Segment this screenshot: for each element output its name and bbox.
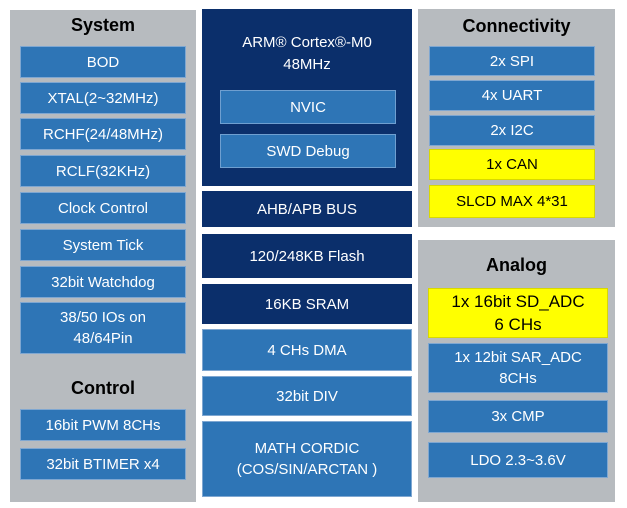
bus-block: AHB/APB BUS	[202, 191, 412, 227]
watchdog-block: 32bit Watchdog	[20, 266, 186, 298]
analog-panel: Analog 1x 16bit SD_ADC 6 CHs 1x 12bit SA…	[418, 240, 615, 502]
connectivity-panel: Connectivity 2x SPI 4x UART 2x I2C 1x CA…	[418, 9, 615, 227]
rchf-block: RCHF(24/48MHz)	[20, 118, 186, 150]
dma-block: 4 CHs DMA	[202, 329, 412, 371]
ldo-block: LDO 2.3~3.6V	[428, 442, 608, 478]
btimer-block: 32bit BTIMER x4	[20, 448, 186, 480]
rclf-block: RCLF(32KHz)	[20, 155, 186, 187]
ios-block: 38/50 IOs on 48/64Pin	[20, 302, 186, 354]
cordic-block: MATH CORDIC (COS/SIN/ARCTAN )	[202, 421, 412, 497]
i2c-block: 2x I2C	[429, 115, 595, 146]
cmp-block: 3x CMP	[428, 400, 608, 433]
core-title: ARM® Cortex®-M0 48MHz	[242, 34, 372, 73]
system-title: System	[70, 15, 136, 35]
div-block: 32bit DIV	[202, 376, 412, 416]
xtal-block: XTAL(2~32MHz)	[20, 82, 186, 114]
uart-block: 4x UART	[429, 80, 595, 111]
flash-block: 120/248KB Flash	[202, 234, 412, 278]
swd-debug-block: SWD Debug	[220, 134, 396, 168]
system-panel: System BOD XTAL(2~32MHz) RCHF(24/48MHz) …	[10, 10, 196, 502]
can-block: 1x CAN	[429, 149, 595, 180]
sram-block: 16KB SRAM	[202, 284, 412, 324]
sar-adc-block: 1x 12bit SAR_ADC 8CHs	[428, 343, 608, 393]
sd-adc-block: 1x 16bit SD_ADC 6 CHs	[428, 288, 608, 338]
control-title: Control	[71, 378, 135, 398]
connectivity-title: Connectivity	[462, 16, 571, 36]
analog-title: Analog	[486, 255, 547, 275]
bod-block: BOD	[20, 46, 186, 78]
system-tick-block: System Tick	[20, 229, 186, 261]
pwm-block: 16bit PWM 8CHs	[20, 409, 186, 441]
core-panel: ARM® Cortex®-M0 48MHz NVIC SWD Debug	[202, 9, 412, 186]
clock-control-block: Clock Control	[20, 192, 186, 224]
nvic-block: NVIC	[220, 90, 396, 124]
spi-block: 2x SPI	[429, 46, 595, 76]
slcd-block: SLCD MAX 4*31	[429, 185, 595, 218]
